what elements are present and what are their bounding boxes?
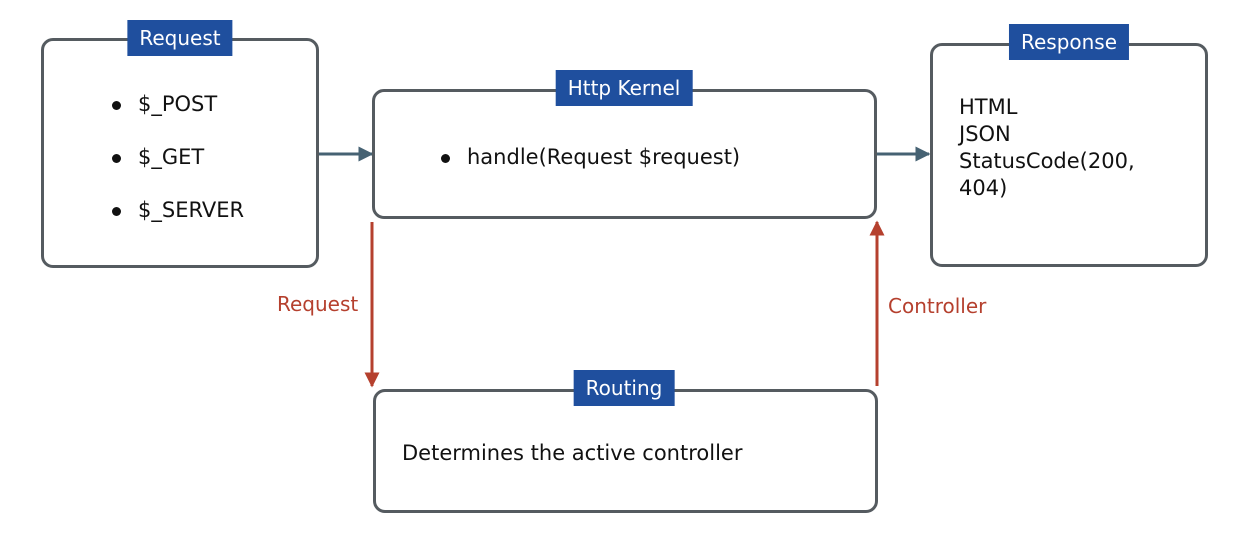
response-node-title: Response: [1008, 24, 1130, 60]
response-line: HTML: [959, 95, 1018, 119]
bullet-icon: [112, 206, 121, 216]
response-node: HTML JSON StatusCode(200, 404): [930, 43, 1208, 267]
kernel-item-list: handle(Request $request): [441, 144, 740, 171]
edge-label-controller: Controller: [888, 294, 987, 318]
kernel-item: handle(Request $request): [441, 144, 740, 171]
edge-label-request: Request: [277, 292, 359, 316]
request-item: $_POST: [112, 91, 244, 118]
kernel-node-title: Http Kernel: [555, 70, 693, 106]
request-item-label: $_POST: [138, 92, 218, 116]
kernel-item-label: handle(Request $request): [467, 145, 741, 169]
routing-description: Determines the active controller: [402, 441, 743, 465]
bullet-icon: [112, 153, 121, 163]
routing-node: Determines the active controller: [373, 389, 878, 513]
response-line: StatusCode(200,: [959, 149, 1135, 173]
request-node-title: Request: [127, 20, 233, 56]
request-node: $_POST $_GET $_SERVER: [41, 38, 319, 268]
response-content: HTML JSON StatusCode(200, 404): [959, 94, 1135, 202]
bullet-icon: [441, 153, 450, 163]
request-item-list: $_POST $_GET $_SERVER: [112, 91, 244, 224]
response-line: 404): [959, 176, 1008, 200]
request-item: $_SERVER: [112, 197, 244, 224]
request-item-label: $_GET: [138, 145, 205, 169]
request-item-label: $_SERVER: [138, 198, 245, 222]
bullet-icon: [112, 100, 121, 110]
routing-node-title: Routing: [573, 370, 675, 406]
response-line: JSON: [959, 122, 1011, 146]
request-item: $_GET: [112, 144, 244, 171]
kernel-node: handle(Request $request): [372, 89, 877, 219]
